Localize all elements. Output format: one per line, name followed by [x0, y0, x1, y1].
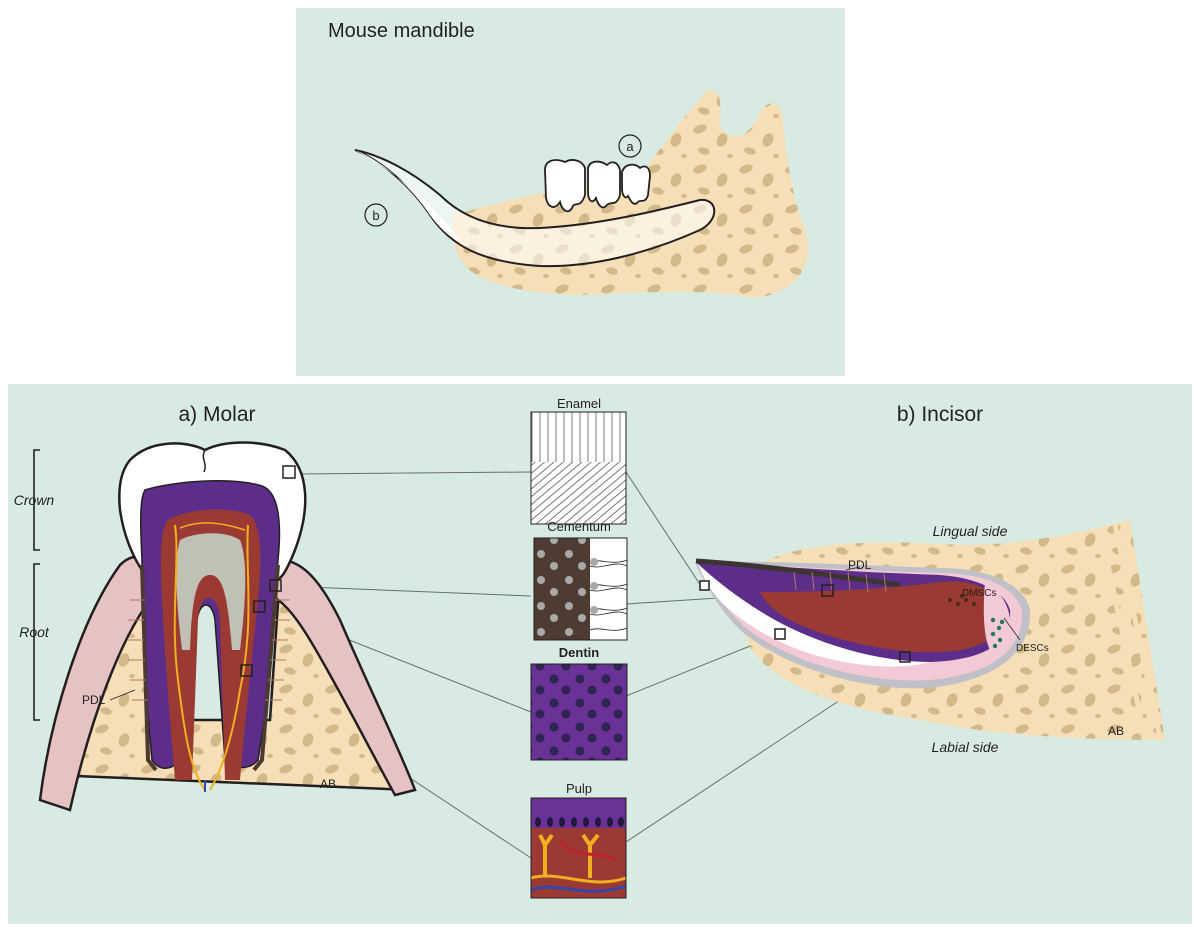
- dentin-title: Dentin: [559, 645, 600, 660]
- descs-label: DESCs: [1016, 643, 1049, 654]
- labial-side-label: Labial side: [932, 739, 999, 755]
- incisor-pdl-label: PDL: [848, 558, 872, 572]
- cementum-title: Cementum: [547, 519, 611, 534]
- enamel-box: [531, 412, 626, 524]
- dentin-box: [531, 664, 627, 760]
- root-label: Root: [19, 624, 50, 640]
- mandible-title: Mouse mandible: [328, 20, 475, 42]
- pulp-title: Pulp: [566, 781, 592, 796]
- dmscs-label: DMSCs: [962, 588, 996, 599]
- mandible-panel: Mouse mandible a b: [296, 8, 845, 376]
- molar-ab-label: AB: [320, 777, 336, 791]
- enamel-title: Enamel: [557, 396, 601, 411]
- marker-a: a: [626, 139, 634, 154]
- molar-title: a) Molar: [178, 403, 255, 426]
- crown-label: Crown: [14, 492, 55, 508]
- molar-pdl-label: PDL: [82, 693, 106, 707]
- pulp-box: [531, 798, 626, 898]
- lingual-side-label: Lingual side: [933, 523, 1008, 539]
- incisor-enamel-marker: [700, 581, 709, 590]
- mandible-molars: [545, 160, 650, 211]
- incisor-ab-label: AB: [1108, 724, 1124, 738]
- cementum-box: [534, 538, 627, 640]
- marker-b: b: [372, 208, 379, 223]
- incisor-title: b) Incisor: [897, 403, 983, 426]
